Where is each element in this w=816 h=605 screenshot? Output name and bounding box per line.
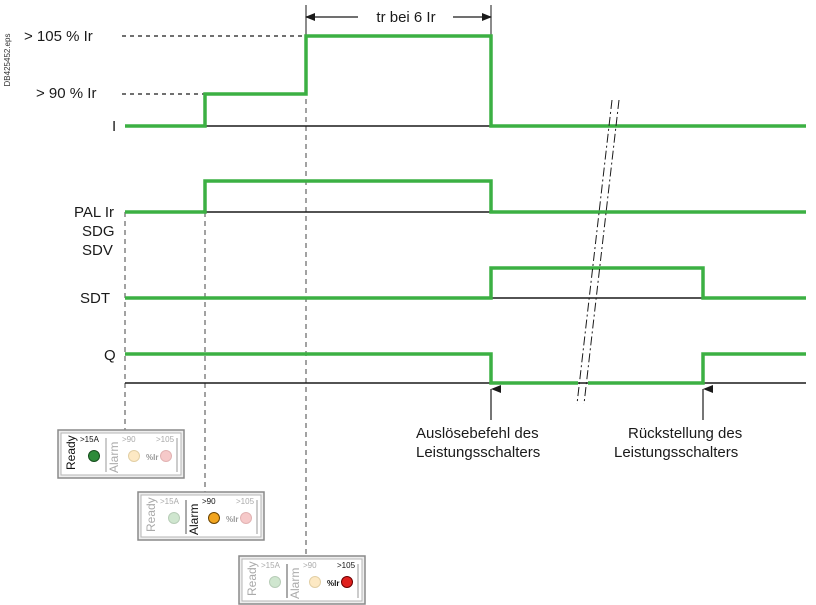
q-signal xyxy=(125,352,578,385)
alarm-105-led-icon xyxy=(160,450,172,462)
label-pal-ir: PAL Ir xyxy=(74,204,114,221)
q-signal-after-break xyxy=(588,352,806,385)
time-break-line-b xyxy=(583,99,620,405)
label-above-90: > 90 % Ir xyxy=(36,85,96,102)
label-sdg: SDG xyxy=(82,223,115,240)
threshold-15a-label: >15A xyxy=(261,561,281,570)
label-q: Q xyxy=(104,347,116,364)
indicator-panel-ready: Ready>15A Alarm>90 >105 %Ir xyxy=(57,429,185,479)
indicator-panel-alarm-105: Ready>15A Alarm>90 >105 %Ir xyxy=(238,555,366,605)
percent-ir-label: %Ir xyxy=(146,453,158,462)
label-sdt: SDT xyxy=(80,290,110,307)
document-id-label: DB425452.eps xyxy=(3,34,12,87)
sdt-signal xyxy=(125,266,806,300)
reset-annotation-line2: Leistungsschalters xyxy=(614,444,738,461)
trip-annotation-line1: Auslösebefehl des xyxy=(416,425,539,442)
threshold-15a-label: >15A xyxy=(80,435,100,444)
alarm-label: Alarm xyxy=(288,568,302,599)
threshold-90-label: >90 xyxy=(202,497,216,506)
trip-annotation-line2: Leistungsschalters xyxy=(416,444,540,461)
threshold-15a-label: >15A xyxy=(160,497,180,506)
alarm-90-led-icon xyxy=(208,512,220,524)
threshold-90-label: >90 xyxy=(303,561,317,570)
threshold-90-label: >90 xyxy=(122,435,136,444)
time-break-line-a xyxy=(576,99,613,405)
threshold-105-label: >105 xyxy=(156,435,175,444)
label-sdv: SDV xyxy=(82,242,113,259)
threshold-105-label: >105 xyxy=(337,561,356,570)
alarm-label: Alarm xyxy=(107,442,121,473)
ready-led-icon xyxy=(168,512,180,524)
ready-label: Ready xyxy=(245,561,259,596)
alarm-90-led-icon xyxy=(128,450,140,462)
i-signal xyxy=(125,34,806,128)
ready-label: Ready xyxy=(144,497,158,532)
ready-label: Ready xyxy=(64,435,78,470)
alarm-105-led-icon xyxy=(240,512,252,524)
pal-signal xyxy=(125,179,806,214)
threshold-105-label: >105 xyxy=(236,497,255,506)
label-above-105: > 105 % Ir xyxy=(24,28,93,45)
ready-led-icon xyxy=(88,450,100,462)
label-i: I xyxy=(112,118,116,135)
duration-label: tr bei 6 Ir xyxy=(376,9,435,26)
indicator-panel-alarm-90: Ready>15A Alarm>90 >105 %Ir xyxy=(137,491,265,541)
percent-ir-label: %Ir xyxy=(327,579,339,588)
alarm-90-led-icon xyxy=(309,576,321,588)
ready-led-icon xyxy=(269,576,281,588)
reset-annotation-line1: Rückstellung des xyxy=(628,425,742,442)
alarm-105-led-icon xyxy=(341,576,353,588)
alarm-label: Alarm xyxy=(187,504,201,535)
percent-ir-label: %Ir xyxy=(226,515,238,524)
